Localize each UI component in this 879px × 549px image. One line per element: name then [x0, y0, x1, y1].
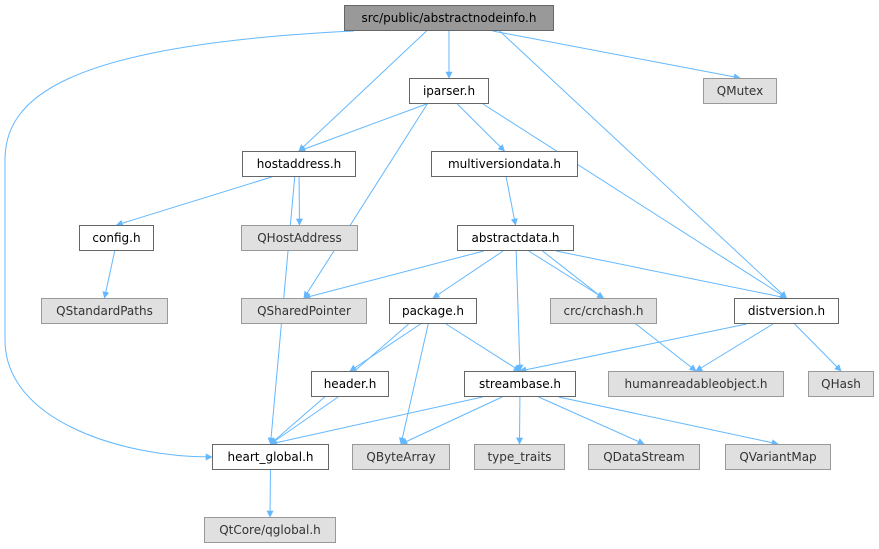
node-qtcore-qglobal[interactable]: QtCore/qglobal.h [204, 517, 336, 543]
edge-config-qstandardpaths [102, 250, 116, 299]
edge-package-header [349, 323, 421, 372]
edge-streambase-qvariantmap [558, 396, 779, 447]
node-qhostaddress[interactable]: QHostAddress [241, 225, 358, 251]
node-streambase[interactable]: streambase.h [464, 371, 576, 397]
edge-streambase-heartglobal [269, 396, 483, 447]
node-multiversiondata[interactable]: multiversiondata.h [431, 151, 578, 177]
node-config[interactable]: config.h [79, 225, 154, 251]
node-qvariantmap[interactable]: QVariantMap [725, 444, 831, 470]
node-package[interactable]: package.h [389, 298, 477, 324]
edge-streambase-qdatastream [538, 396, 645, 445]
edge-iparser-qsharedpointer [303, 103, 428, 299]
edge-iparser-distversion [482, 103, 788, 299]
edge-distversion-humanreadable [695, 323, 774, 372]
node-header[interactable]: header.h [311, 371, 389, 397]
node-type-traits[interactable]: type_traits [474, 444, 565, 470]
edge-root-hostaddress [298, 30, 427, 152]
edge-root-distversion [499, 30, 788, 299]
edge-root-heartglobal [4, 30, 355, 461]
edge-header-heartglobal [269, 396, 339, 445]
edge-iparser-multiversiondata [456, 103, 505, 152]
edge-iparser-hostaddress [298, 103, 427, 153]
edge-multiversiondata-abstractdata [505, 176, 518, 226]
node-qmutex[interactable]: QMutex [703, 78, 777, 104]
node-distversion[interactable]: distversion.h [734, 298, 839, 324]
edge-distversion-streambase [519, 323, 747, 374]
node-qsharedpointer[interactable]: QSharedPointer [241, 298, 367, 324]
node-qhash[interactable]: QHash [808, 371, 874, 397]
node-hostaddress[interactable]: hostaddress.h [242, 151, 356, 177]
edge-distversion-qhash [794, 323, 842, 372]
edge-abstractdata-package [432, 250, 504, 299]
node-qdatastream[interactable]: QDataStream [588, 444, 700, 470]
edge-package-streambase [445, 323, 521, 372]
node-qstandardpaths[interactable]: QStandardPaths [41, 298, 168, 324]
edge-abstractdata-qsharedpointer [303, 250, 484, 300]
node-abstractdata[interactable]: abstractdata.h [457, 225, 574, 251]
edge-abstractdata-streambase [515, 250, 524, 372]
edge-abstractdata-crchash [528, 250, 605, 299]
edge-hostaddress-config [115, 176, 272, 227]
node-qbytearray[interactable]: QByteArray [352, 444, 450, 470]
node-humanreadableobject[interactable]: humanreadableobject.h [608, 371, 784, 397]
node-crchash[interactable]: crc/crchash.h [550, 298, 657, 324]
node-abstractnodeinfo[interactable]: src/public/abstractnodeinfo.h [344, 5, 554, 31]
edge-package-qbytearray [398, 323, 429, 445]
edge-root-qmutex [492, 30, 741, 81]
node-heart-global[interactable]: heart_global.h [212, 444, 329, 470]
edge-abstractdata-distversion [556, 250, 788, 301]
node-iparser[interactable]: iparser.h [409, 78, 489, 104]
edge-streambase-qbytearray [400, 396, 503, 445]
